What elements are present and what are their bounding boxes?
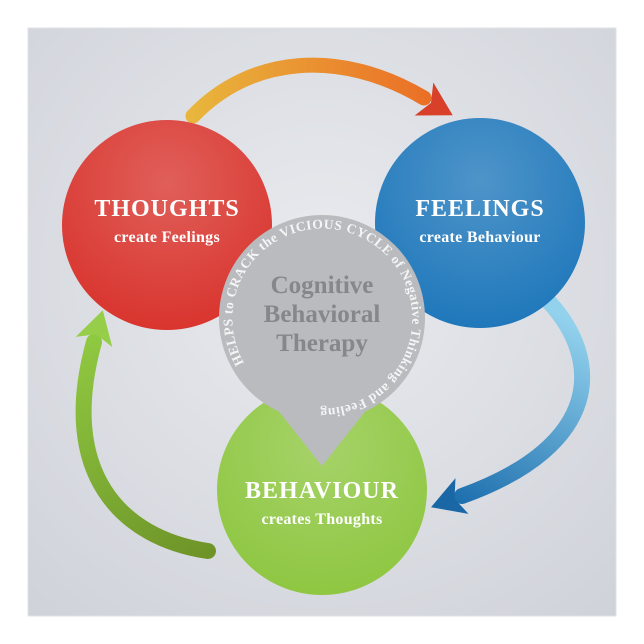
center-title-line1: Cognitive <box>271 272 374 299</box>
center-title-line3: Therapy <box>276 330 368 357</box>
center-title: Cognitive Behavioral Therapy <box>264 272 381 357</box>
behaviour-subtitle: creates Thoughts <box>261 511 382 528</box>
arrow-feelings-to-behaviour <box>454 295 591 504</box>
feelings-circle-sheen <box>375 118 585 328</box>
behaviour-title: BEHAVIOUR <box>245 478 399 504</box>
feelings-title: FEELINGS <box>415 196 544 222</box>
arrow-behaviour-to-thoughts <box>75 334 216 559</box>
center-circle <box>219 215 425 421</box>
center-title-line2: Behavioral <box>264 301 381 328</box>
arrowhead-behaviour-to-thoughts-icon <box>75 310 113 348</box>
thoughts-subtitle: create Feelings <box>114 229 220 246</box>
behaviour-circle-sheen <box>217 385 427 595</box>
arrowhead-thoughts-to-feelings-icon <box>414 82 453 116</box>
cycle-arrows <box>75 57 591 559</box>
thoughts-circle-sheen <box>62 120 272 330</box>
arrow-thoughts-to-feelings <box>185 57 432 124</box>
feelings-subtitle: create Behaviour <box>419 229 540 246</box>
behaviour-node: BEHAVIOUR creates Thoughts <box>217 385 427 595</box>
arrowhead-feelings-to-behaviour-icon <box>431 478 469 514</box>
thoughts-title: THOUGHTS <box>94 196 239 222</box>
feelings-node: FEELINGS create Behaviour <box>375 118 585 328</box>
thoughts-node: THOUGHTS create Feelings <box>62 120 272 330</box>
